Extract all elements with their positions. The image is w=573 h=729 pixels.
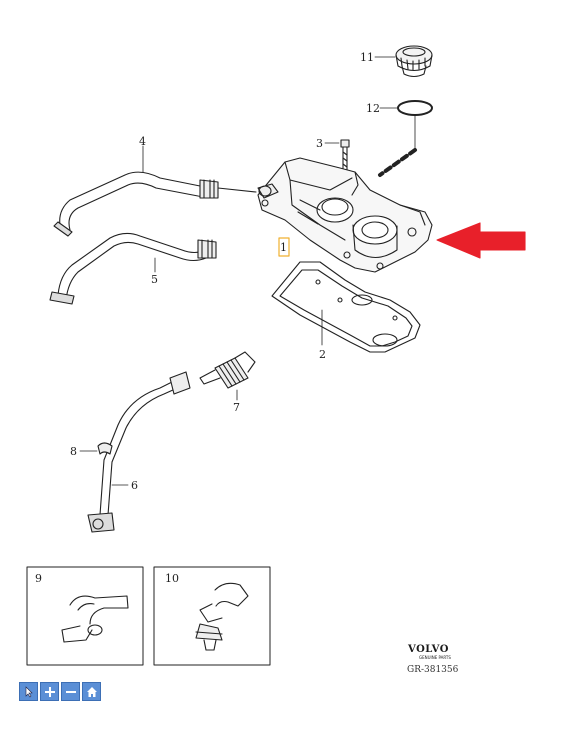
push-clip-detail bbox=[195, 582, 249, 651]
zoom-in-icon bbox=[44, 686, 55, 697]
breather-hose-upper bbox=[53, 171, 257, 237]
o-ring bbox=[397, 100, 433, 116]
callout-6: 6 bbox=[131, 479, 138, 492]
clip bbox=[97, 442, 113, 455]
callout-10: 10 bbox=[165, 572, 179, 585]
viewer-toolbar bbox=[19, 682, 101, 701]
select-button[interactable] bbox=[19, 682, 38, 701]
highlight-arrow bbox=[436, 222, 526, 259]
sensor bbox=[199, 351, 256, 389]
callout-9: 9 bbox=[35, 572, 42, 585]
detail-box-10 bbox=[153, 566, 271, 666]
brand-subtitle: GENUINE PARTS bbox=[419, 655, 451, 660]
home-icon bbox=[86, 686, 97, 697]
zoom-in-button[interactable] bbox=[40, 682, 59, 701]
zoom-out-icon bbox=[65, 690, 76, 693]
bolt bbox=[340, 139, 350, 176]
callout-3: 3 bbox=[316, 137, 323, 150]
detail-box-9 bbox=[26, 566, 144, 666]
home-button[interactable] bbox=[82, 682, 101, 701]
callout-8: 8 bbox=[70, 445, 77, 458]
vent-tube bbox=[87, 371, 191, 533]
callout-2: 2 bbox=[319, 348, 326, 361]
valve-cover bbox=[257, 157, 433, 273]
callout-12: 12 bbox=[366, 102, 380, 115]
callout-1: 1 bbox=[280, 241, 287, 254]
gasket bbox=[271, 261, 421, 353]
hose-clip-detail bbox=[61, 595, 129, 643]
callout-5: 5 bbox=[151, 273, 158, 286]
breather-hose-lower bbox=[49, 232, 217, 305]
drawing-reference: GR-381356 bbox=[407, 665, 459, 675]
oil-filler-cap bbox=[395, 45, 433, 78]
callout-4: 4 bbox=[139, 135, 146, 148]
callout-11: 11 bbox=[360, 51, 374, 64]
cursor-icon bbox=[25, 685, 33, 697]
callout-7: 7 bbox=[233, 401, 240, 414]
zoom-out-button[interactable] bbox=[61, 682, 80, 701]
brand-logo: VOLVO bbox=[407, 644, 449, 655]
